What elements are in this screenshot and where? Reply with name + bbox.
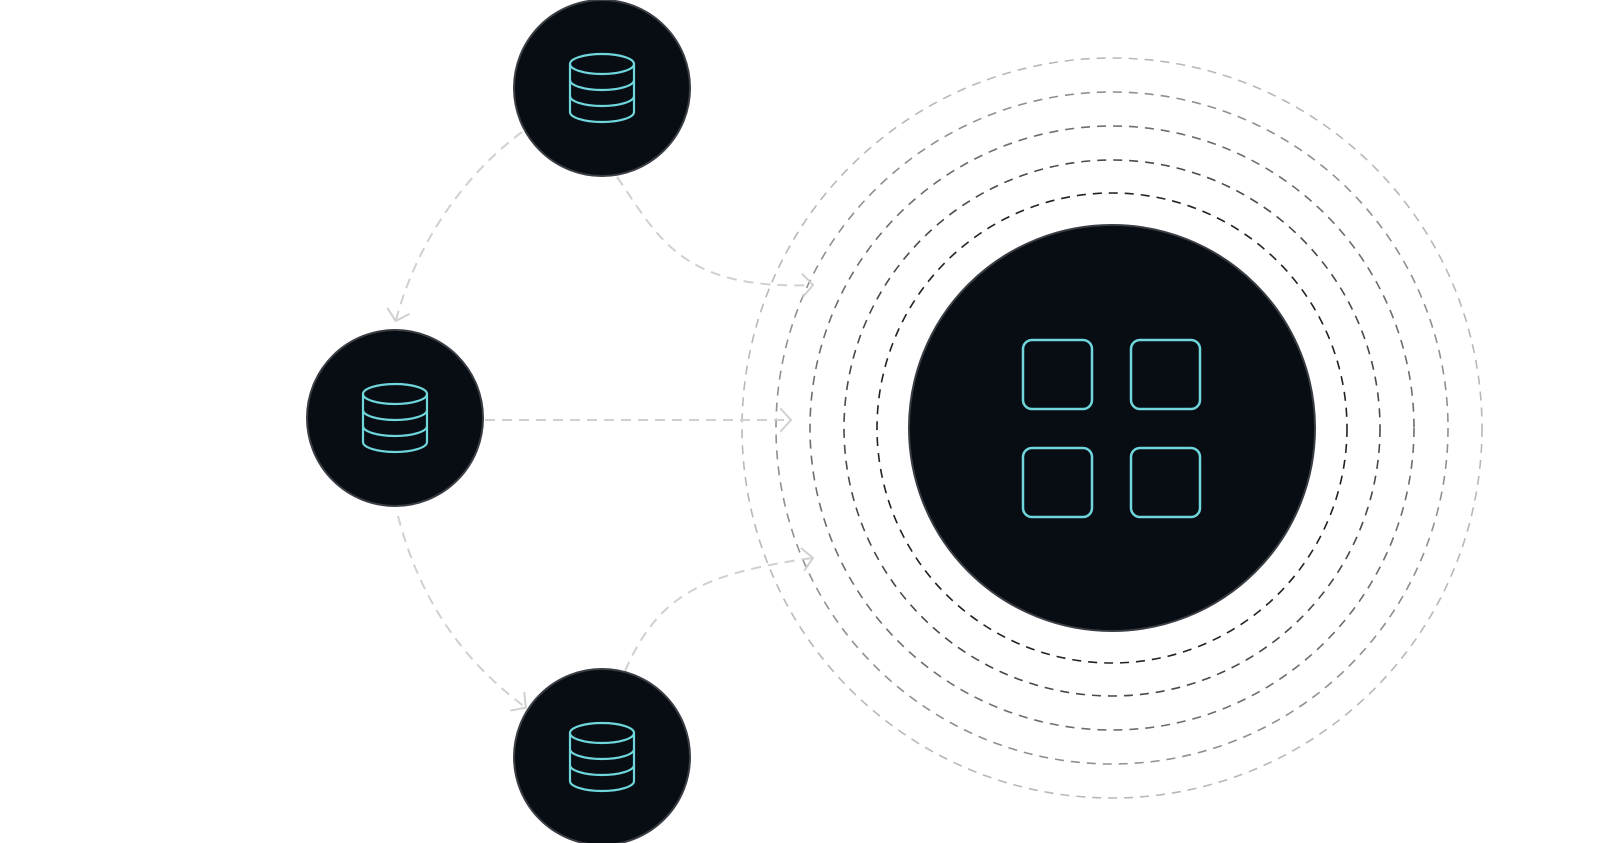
hub-ring — [741, 57, 1483, 799]
database-node-circle — [513, 0, 691, 177]
connector-middle-to-bottom — [397, 515, 527, 712]
hub-rings — [741, 57, 1483, 799]
connectors — [386, 131, 814, 712]
connector-top-to-middle — [386, 131, 523, 322]
database-node-bottom[interactable] — [513, 668, 691, 843]
hub-circle — [908, 224, 1316, 632]
hub-node[interactable] — [908, 224, 1316, 632]
connector-top-to-hub — [616, 176, 814, 298]
hub-ring — [775, 91, 1449, 765]
hub-ring — [876, 192, 1348, 664]
grid-icon — [1021, 338, 1202, 519]
hub-ring — [809, 125, 1415, 731]
database-node-middle[interactable] — [306, 329, 484, 507]
database-icon — [361, 382, 429, 454]
database-node-circle — [306, 329, 484, 507]
database-icon — [568, 721, 636, 793]
database-node-top[interactable] — [513, 0, 691, 177]
database-icon — [568, 52, 636, 124]
hub-ring — [843, 159, 1381, 697]
connector-bottom-to-hub — [624, 547, 814, 672]
database-node-circle — [513, 668, 691, 843]
